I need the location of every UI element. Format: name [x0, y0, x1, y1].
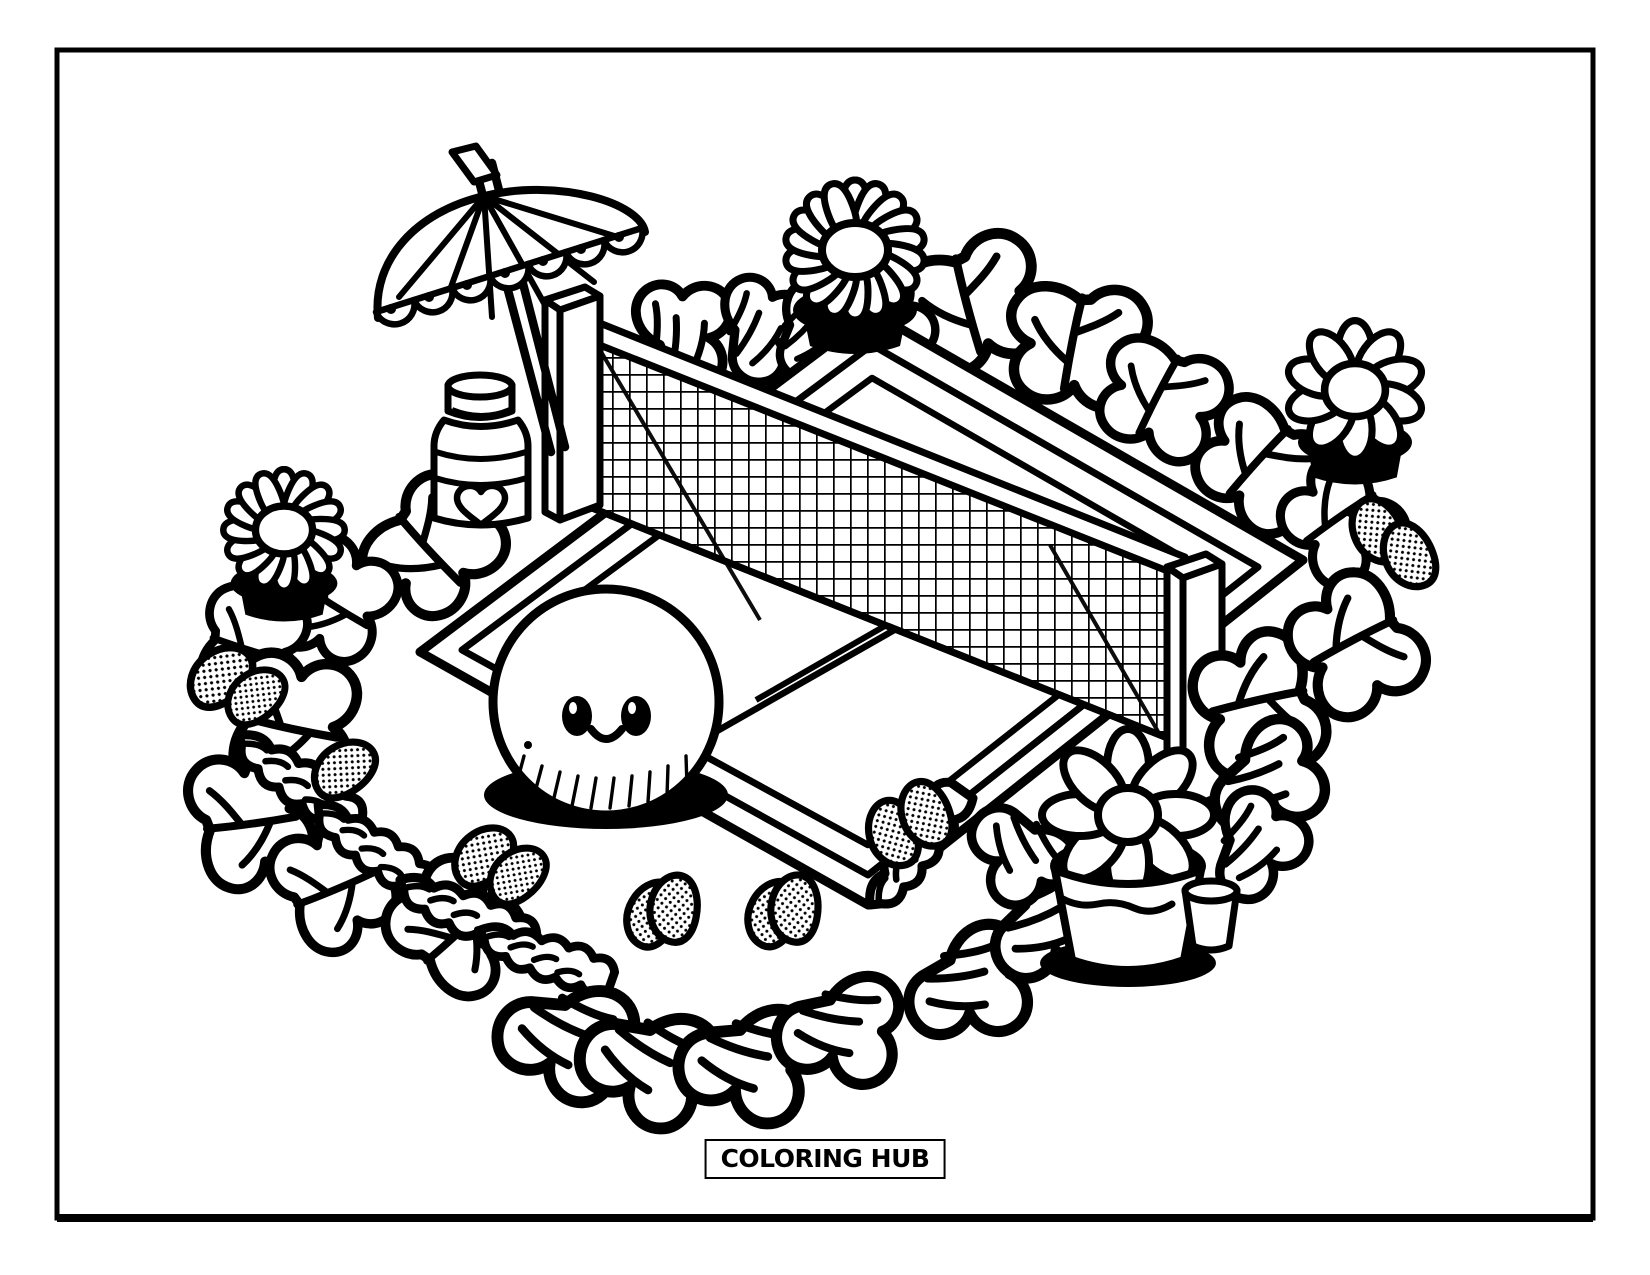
ball-face — [562, 696, 651, 743]
footer-brand-label: COLORING HUB — [720, 1144, 930, 1173]
small-cup — [1181, 877, 1241, 954]
daisy-right — [1284, 321, 1426, 485]
tennis-ball-character — [484, 584, 728, 829]
umbrella-scallops — [372, 224, 646, 328]
footer-brand-badge: COLORING HUB — [704, 1139, 946, 1179]
drink-jar — [430, 371, 532, 529]
beach-umbrella — [372, 142, 649, 457]
daisy-top — [784, 180, 926, 354]
daisy-left — [223, 469, 344, 622]
potted-flower-front-right — [1040, 725, 1216, 987]
